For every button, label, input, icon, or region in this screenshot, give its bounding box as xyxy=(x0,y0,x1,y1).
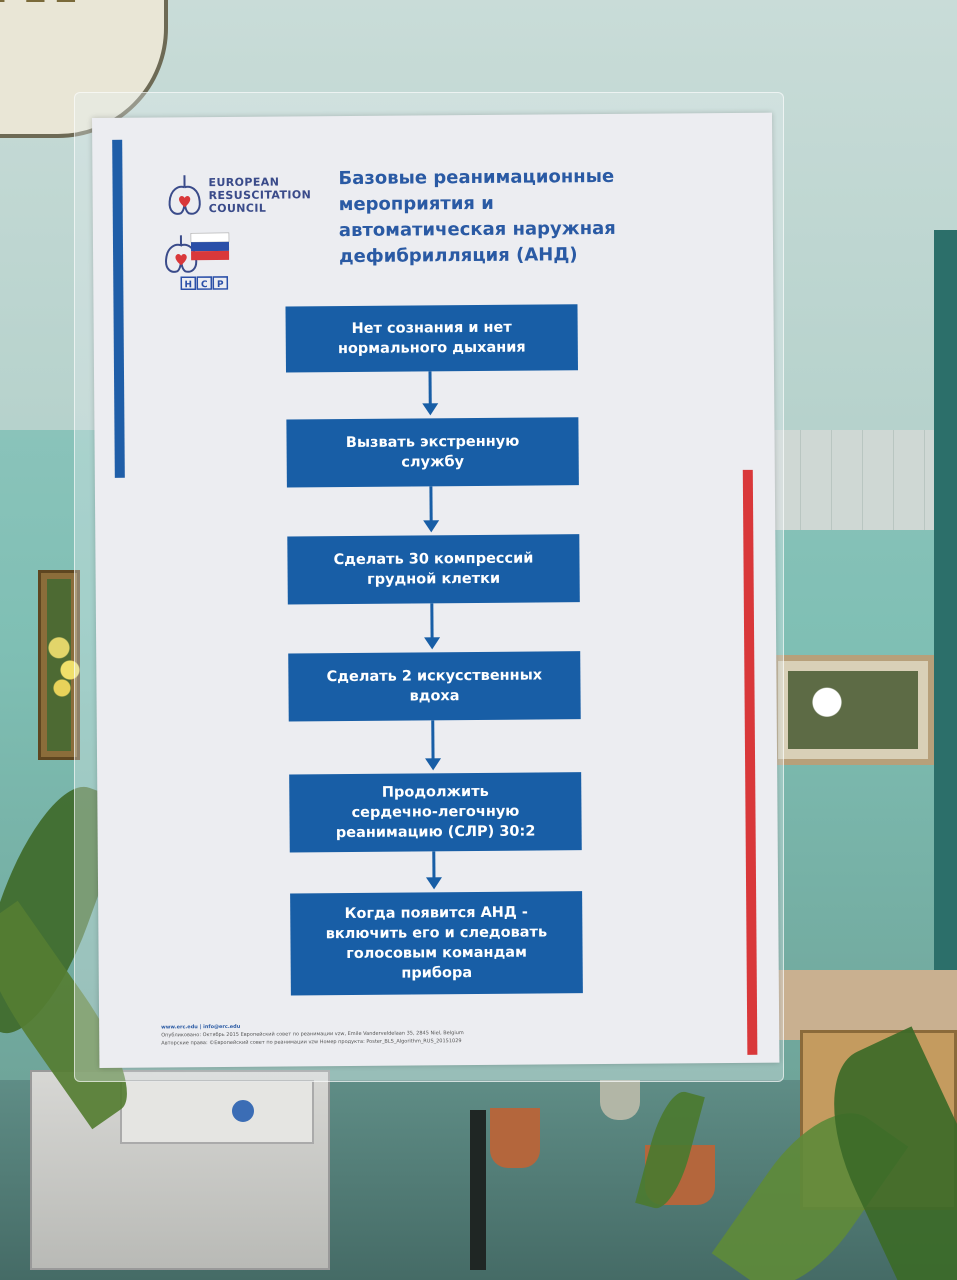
bls-aed-poster: EUROPEAN RESUSCITATION COUNCIL Н С Р Баз… xyxy=(92,112,780,1068)
plant-stand xyxy=(470,1110,486,1270)
step-6-line: Когда появится АНД - xyxy=(344,904,528,923)
flowers xyxy=(50,640,90,700)
step-4-line: Сделать 2 искусственных xyxy=(326,667,543,686)
poster-footer: www.erc.edu | info@erc.edu Опубликовано:… xyxy=(161,1021,521,1048)
ncp-letter: Р xyxy=(217,280,224,290)
step-5-line: Продолжить xyxy=(381,783,489,801)
step-2-line: Вызвать экстренную xyxy=(345,433,520,452)
erc-logo-text: EUROPEAN RESUSCITATION COUNCIL xyxy=(208,175,312,216)
arrow-down-icon xyxy=(425,720,442,771)
poster-title: Базовые реанимационные мероприятия и авт… xyxy=(338,163,669,270)
table xyxy=(770,970,957,1040)
erc-logo-line: RESUSCITATION xyxy=(208,188,312,203)
flower-pot xyxy=(490,1108,540,1168)
arrow-down-icon xyxy=(423,486,440,533)
title-line: дефибрилляция (АНД) xyxy=(339,244,578,268)
background-sign-letters: ТП xyxy=(0,0,85,18)
step-5-line: реанимацию (СЛР) 30:2 xyxy=(335,823,536,842)
flower-pot xyxy=(600,1080,640,1120)
erc-logo-line: COUNCIL xyxy=(208,201,267,216)
step-2-line: службу xyxy=(401,454,465,471)
step-6-box: Когда появится АНД - включить его и след… xyxy=(290,891,583,996)
printer-logo-icon xyxy=(230,1098,256,1124)
step-3-box: Сделать 30 компрессий грудной клетки xyxy=(287,534,580,605)
door-frame xyxy=(934,230,957,1130)
ncp-flag-logo-icon: Н С Р xyxy=(165,232,230,290)
arrow-down-icon xyxy=(425,851,442,890)
erc-logo-line: EUROPEAN xyxy=(208,175,280,190)
step-6-line: голосовым командам xyxy=(346,944,527,963)
title-line: мероприятия и xyxy=(338,192,494,216)
step-1-line: Нет сознания и нет xyxy=(351,319,512,337)
title-line: Базовые реанимационные xyxy=(338,165,615,190)
ncp-letter: С xyxy=(201,280,208,290)
printer-top xyxy=(120,1080,314,1144)
blue-accent-bar xyxy=(112,139,125,478)
ncp-letter: Н xyxy=(185,280,193,290)
step-4-line: вдоха xyxy=(409,688,460,705)
step-6-line: включить его и следовать xyxy=(325,924,548,943)
arrow-down-icon xyxy=(424,603,441,650)
erc-lungs-heart-icon xyxy=(168,175,201,215)
step-3-line: Сделать 30 компрессий xyxy=(333,550,534,569)
wall-painting xyxy=(772,655,934,765)
step-3-line: грудной клетки xyxy=(367,570,501,588)
red-accent-bar xyxy=(742,469,758,1055)
step-5-box: Продолжить сердечно-легочную реанимацию … xyxy=(289,772,582,853)
step-6-line: прибора xyxy=(401,965,473,982)
arrow-down-icon xyxy=(422,371,439,416)
step-2-box: Вызвать экстренную службу xyxy=(286,417,579,488)
step-5-line: сердечно-легочную xyxy=(351,803,520,821)
title-line: автоматическая наружная xyxy=(338,217,616,242)
footer-copyright: Авторские права: ©Европейский совет по р… xyxy=(161,1038,462,1047)
step-4-box: Сделать 2 искусственных вдоха xyxy=(288,651,581,722)
step-1-line: нормального дыхания xyxy=(337,339,526,358)
step-1-box: Нет сознания и нет нормального дыхания xyxy=(285,304,578,373)
ceiling-panel xyxy=(770,430,957,530)
